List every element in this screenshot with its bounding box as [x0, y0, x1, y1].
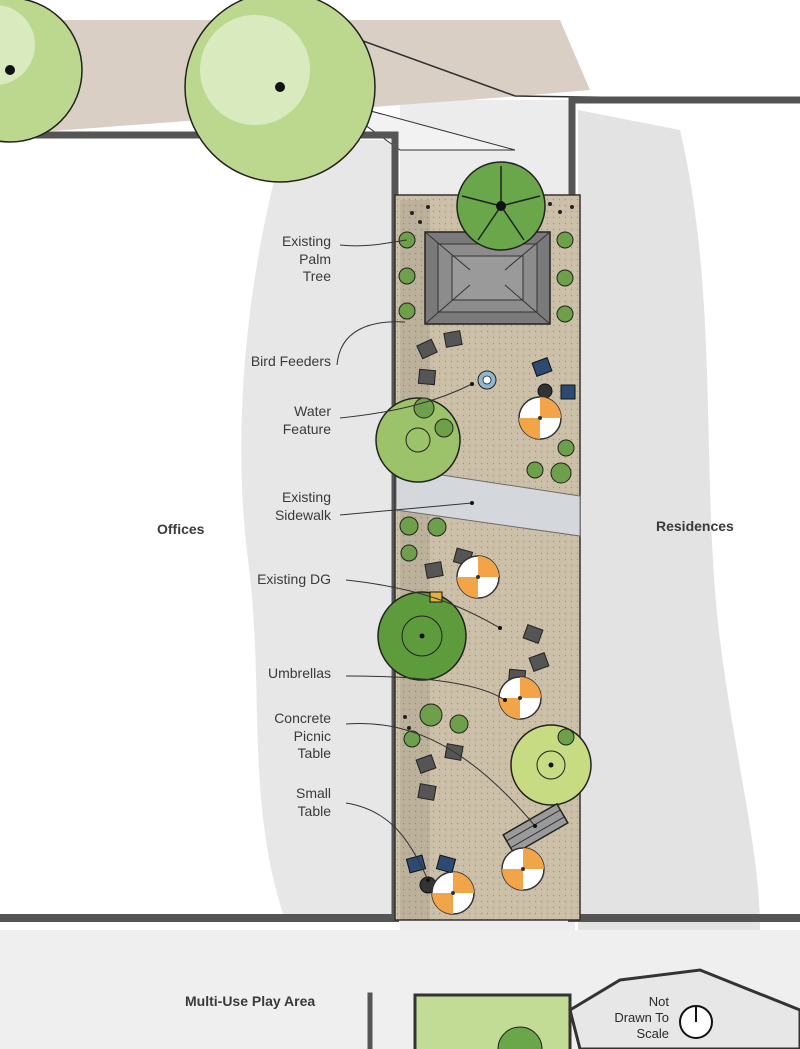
existing-sidewalk [395, 467, 581, 537]
blue-chairs [405, 357, 576, 874]
area-residences: Residences [656, 518, 734, 534]
label-bird-feeders: Bird Feeders [250, 353, 331, 369]
leader-lines [336, 239, 536, 881]
chairs [415, 330, 550, 801]
palm-tree [456, 161, 546, 251]
large-trees [0, 0, 592, 806]
leader-dots [426, 382, 537, 882]
label-umbrellas: Umbrellas [267, 665, 331, 681]
water-feature [477, 370, 497, 390]
north-arrow-icon [679, 1005, 713, 1039]
label-existing-dg: Existing DG [257, 571, 331, 587]
shrubs [398, 231, 575, 748]
area-multi-use-play-area: Multi-Use Play Area [185, 993, 316, 1009]
umbrellas [431, 396, 562, 915]
bird-feeders [403, 202, 574, 730]
pavilion [424, 231, 551, 325]
area-offices: Offices [157, 521, 205, 537]
